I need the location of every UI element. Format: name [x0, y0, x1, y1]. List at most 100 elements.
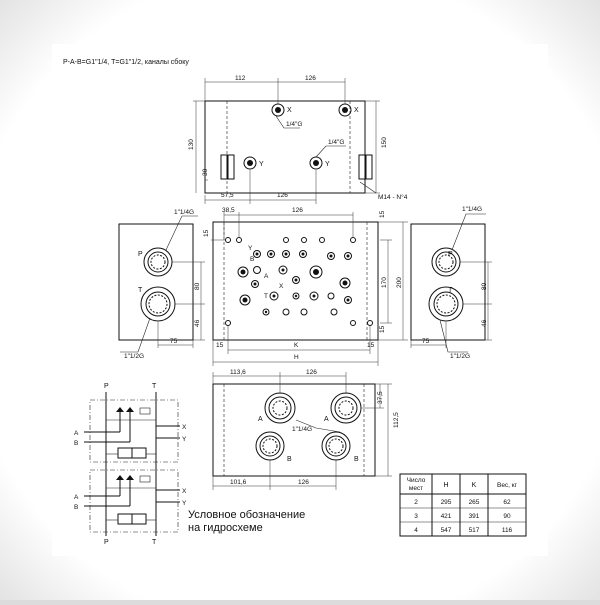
schem-station-1	[89, 399, 179, 463]
table-cell: 3	[414, 513, 418, 520]
schem-label-t-bottom: T	[152, 539, 157, 546]
dim-15-top-left: 15	[203, 229, 210, 237]
spec-table: Число мест H K Вес, кг 2 295 265 62 3 42…	[399, 473, 527, 537]
side-left-dim-46: 46	[194, 319, 201, 327]
dim-k: K	[294, 342, 299, 349]
front-port-b-left	[239, 294, 251, 306]
bottom-label-a2: A	[324, 416, 329, 423]
schem-label-b2: B	[74, 504, 78, 511]
table-cell: 391	[469, 513, 480, 520]
label-x2: X	[354, 107, 359, 114]
dim-37-5: 37,5	[377, 391, 384, 404]
front-label-b: B	[250, 256, 254, 263]
dim-126-bottom-top: 126	[306, 369, 317, 376]
stud-right	[358, 154, 366, 180]
dim-57-5: 57,5	[221, 192, 234, 199]
side-right-dim-75: 75	[422, 338, 430, 345]
dim-126-bottom-bottom: 126	[298, 479, 309, 486]
side-left-thread-top: 1"1/4G	[174, 209, 194, 216]
port-y1-inner	[247, 160, 253, 166]
table-header-h: H	[443, 482, 448, 489]
side-left-dim-80: 80	[194, 282, 201, 290]
dim-15-bottom-right: 15	[367, 342, 375, 349]
table-header-count-line1: Число	[407, 477, 426, 484]
port-x1-inner	[275, 107, 281, 113]
stud-right-2	[365, 154, 373, 180]
table-cell: 517	[469, 527, 480, 534]
bottom-label-b1: B	[287, 456, 292, 463]
schem-label-p-bottom: P	[104, 539, 109, 546]
top-view-body	[204, 100, 366, 194]
front-port-center	[309, 265, 323, 279]
label-thread-1: 1/4"G	[286, 121, 302, 128]
dim-30: 30	[202, 168, 209, 176]
side-left-dim-75: 75	[170, 338, 178, 345]
front-port-right	[339, 277, 351, 289]
schem-label-p-top: P	[104, 383, 109, 390]
table-cell: 421	[441, 513, 452, 520]
dim-15-right-bottom: 15	[379, 325, 386, 333]
port-y1-outer	[243, 156, 257, 170]
bottom-thread-label: 1"1/4G	[292, 426, 312, 433]
stud-left	[220, 154, 228, 180]
dim-126-top: 126	[305, 75, 316, 82]
dim-150: 150	[381, 137, 388, 148]
schem-label-x2: X	[182, 488, 187, 495]
table-cell: 116	[502, 527, 513, 534]
header-note: P-A-B=G1"1/4, T=G1"1/2, каналы сбоку	[63, 58, 189, 66]
top-view: X X Y Y 1/4"G 1/4"G 112 126 130 30 150	[188, 75, 408, 204]
label-y2: Y	[325, 161, 330, 168]
dim-113-6: 113,6	[230, 369, 246, 376]
schem-label-a2: A	[74, 494, 79, 501]
port-y2-inner	[313, 160, 319, 166]
side-right-label-p: P	[448, 251, 453, 258]
hydraulic-schematic: P T P T A B X Y	[74, 383, 305, 546]
dim-126-bottom: 126	[277, 192, 288, 199]
bottom-view-body	[212, 383, 376, 477]
schem-caption-line1: Условное обозначение	[188, 509, 305, 521]
side-right-label-t: T	[448, 287, 453, 294]
side-view-left: P T 1"1/4G 1"1/2G 80 46 75	[118, 209, 205, 360]
label-thread-2: 1/4"G	[328, 139, 344, 146]
side-right-thread-bottom: 1"1/2G	[450, 353, 470, 360]
dim-101-6: 101,6	[230, 479, 247, 486]
table-cell: 62	[503, 499, 511, 506]
label-x1: X	[287, 107, 292, 114]
table-cell: 4	[414, 527, 418, 534]
table-header-count-line2: мест	[409, 485, 423, 492]
table-header-weight: Вес, кг	[497, 482, 518, 489]
side-right-body	[410, 223, 486, 341]
front-view: Y B A T X 38,5 126 15 15 170 200 15 15 1…	[203, 207, 408, 366]
dim-15-right-top: 15	[379, 210, 386, 218]
table-cell: 90	[503, 513, 511, 520]
side-left-label-p: P	[138, 251, 143, 258]
front-port-a-left	[237, 266, 249, 278]
side-left-body	[118, 223, 194, 341]
dim-170: 170	[381, 277, 388, 288]
schem-caption-line2: на гидросхеме	[188, 522, 263, 534]
front-label-t: T	[264, 293, 268, 300]
dim-15-bottom-left: 15	[216, 342, 224, 349]
label-y1: Y	[259, 161, 264, 168]
front-label-x: X	[279, 283, 284, 290]
table-cell: 265	[469, 499, 480, 506]
front-label-y: Y	[248, 245, 253, 252]
side-view-right: P T 1"1/4G 1"1/2G 80 46 75	[410, 206, 492, 360]
table-cell: 2	[414, 499, 418, 506]
table-header-k: K	[472, 482, 477, 489]
schem-label-x1: X	[182, 424, 187, 431]
table-cell: 295	[441, 499, 452, 506]
dim-38-5: 38,5	[222, 207, 235, 214]
schem-label-b1: B	[74, 440, 78, 447]
bottom-view: A A B B 1"1/4G 113,6 126 37,5 112,5 101,…	[212, 369, 400, 490]
side-left-label-t: T	[138, 287, 143, 294]
schem-label-t-top: T	[152, 383, 157, 390]
bottom-label-a1: A	[258, 416, 263, 423]
table-cell: 547	[441, 527, 452, 534]
schem-label-y2: Y	[182, 500, 187, 507]
port-x2-inner	[342, 107, 348, 113]
dim-112-5: 112,5	[393, 412, 400, 428]
schem-label-y1: Y	[182, 436, 187, 443]
dim-130: 130	[188, 139, 195, 150]
